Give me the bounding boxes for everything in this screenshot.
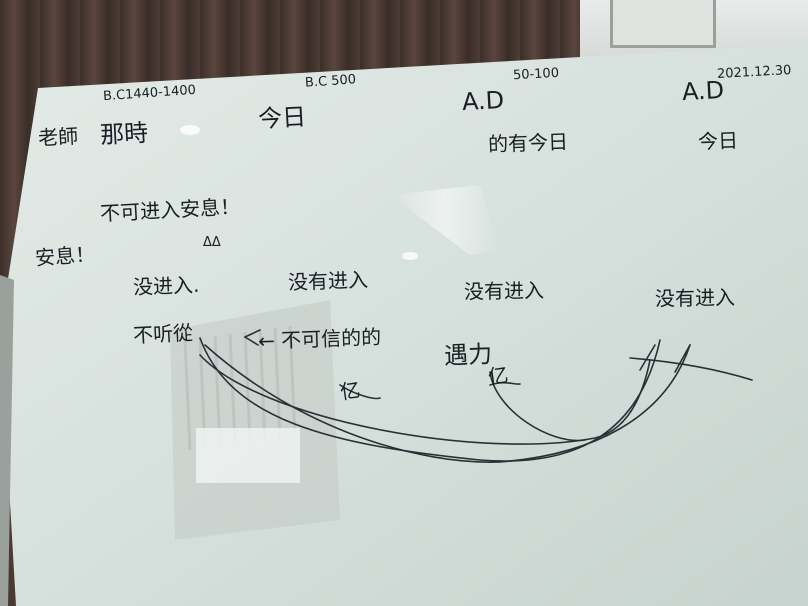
arrow-head — [244, 336, 259, 346]
ink-lines — [199, 329, 753, 463]
row1-col4: 今日 — [697, 128, 739, 154]
date-ad1-range: 50-100 — [512, 65, 560, 84]
tick-mark — [639, 344, 656, 371]
scribble — [339, 384, 381, 400]
light-spot — [402, 252, 418, 260]
row3-col3: 遇力 — [443, 340, 493, 370]
row3-col1: 不听從 — [132, 320, 194, 348]
label-teacher: 老師 — [37, 123, 79, 151]
arrow-head — [244, 329, 261, 338]
board-edge — [0, 275, 14, 606]
label-rest: 安息！ — [34, 241, 96, 271]
curve-line — [199, 337, 661, 462]
curve-line — [199, 354, 651, 445]
row2-col3: 没有进入 — [463, 278, 545, 304]
row1-col2: 今日 — [257, 102, 307, 134]
row2-col2: 没有进入 — [287, 267, 369, 295]
row1-col3: 的有今日 — [487, 129, 569, 157]
row3-arrow-text: ← 不可信的的 — [257, 324, 382, 354]
date-ad1: A.D — [461, 85, 505, 117]
row1-col1: 那時 — [99, 118, 149, 150]
row2-col1: 没进入. — [132, 272, 200, 300]
scribble — [489, 381, 521, 386]
reflection-screen — [196, 428, 300, 483]
triangle-marks: ΔΔ — [203, 235, 221, 250]
mark-2: 亿 — [486, 362, 510, 390]
light-glare — [390, 185, 500, 255]
mark-1: 亿 — [338, 377, 362, 405]
tick-mark — [674, 344, 691, 373]
era-ad2: A.D — [681, 75, 725, 107]
row2-col4: 没有进入 — [654, 285, 736, 311]
window-frame — [610, 0, 716, 48]
light-spot — [180, 125, 200, 135]
